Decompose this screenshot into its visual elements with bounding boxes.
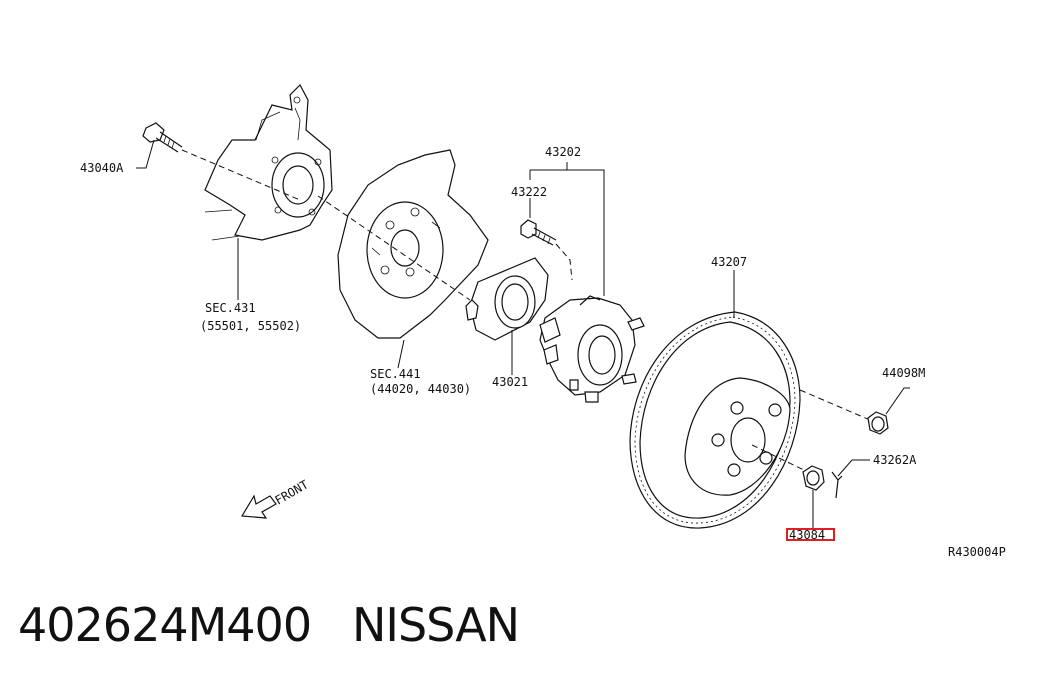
cotter-pin	[831, 471, 843, 499]
label-pin: 43262A	[873, 453, 917, 467]
nut-highlight-box	[786, 528, 835, 541]
label-nut: 43084	[789, 528, 825, 542]
label-knuckle-sec: SEC.431	[205, 301, 256, 315]
backing-plate	[337, 149, 489, 339]
hub-assembly	[539, 295, 645, 403]
steering-knuckle	[204, 84, 333, 241]
label-knuckle-parts: (55501, 55502)	[200, 319, 301, 333]
label-seal: 43021	[492, 375, 528, 389]
label-cap: 44098M	[882, 366, 925, 380]
label-bolt: 43040A	[80, 161, 124, 175]
part-number: 402624M400	[18, 598, 312, 652]
bearing-seal	[465, 257, 549, 341]
label-hub-assy: 43202	[545, 145, 581, 159]
label-plate-parts: (44020, 44030)	[370, 382, 471, 396]
front-arrow	[240, 494, 277, 519]
knuckle-bolt	[142, 122, 183, 153]
brand-name: NISSAN	[351, 598, 520, 652]
dust-cap	[867, 411, 889, 435]
label-front: FRONT	[273, 477, 311, 507]
label-rotor: 43207	[711, 255, 747, 269]
hub-nut	[802, 465, 825, 491]
brake-rotor	[629, 311, 801, 529]
reference-number: R430004P	[948, 545, 1006, 559]
label-hub-bolt: 43222	[511, 185, 547, 199]
exploded-parts-diagram: 43040A SEC.431 (55501, 55502) SEC.441 (4…	[80, 84, 1006, 559]
part-caption: 402624M400 NISSAN	[18, 598, 520, 652]
hub-bolt	[520, 219, 557, 246]
label-plate-sec: SEC.441	[370, 367, 421, 381]
